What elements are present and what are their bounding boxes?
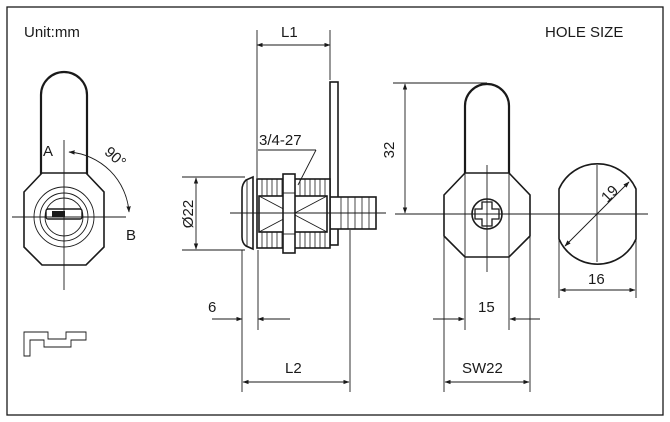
angle-label: 90° [101,143,129,171]
six-label: 6 [208,299,216,316]
height-label: 32 [381,142,398,159]
key-profile-icon [23,331,87,357]
hole-diameter-line [564,181,630,247]
hole-flat-label: 16 [588,271,605,288]
rear-view: 32 15 SW22 [381,82,548,392]
front-cam-arm [39,70,89,175]
rear-cam-arm [463,82,511,210]
label-a: A [43,143,53,160]
label-b: B [126,227,136,244]
side-cam-plate [329,81,339,246]
hole-view: 19 16 [548,163,648,298]
width-label: 15 [478,299,495,316]
thread-label: 3/4-27 [259,132,302,149]
side-hex-nut [282,173,296,254]
diameter-label: Ø22 [180,200,197,228]
drawing-frame [6,6,664,416]
hole-size-label: HOLE SIZE [545,24,623,41]
unit-label: Unit:mm [24,24,80,41]
wrench-label: SW22 [462,360,503,377]
rotation-arc [68,150,131,213]
front-key-slot-fill [52,211,65,217]
l2-label: L2 [285,360,302,377]
l1-label: L1 [281,24,298,41]
side-view: L1 3/4-27 Ø22 6 L2 [180,24,386,392]
front-view: A B 90° [12,70,136,290]
